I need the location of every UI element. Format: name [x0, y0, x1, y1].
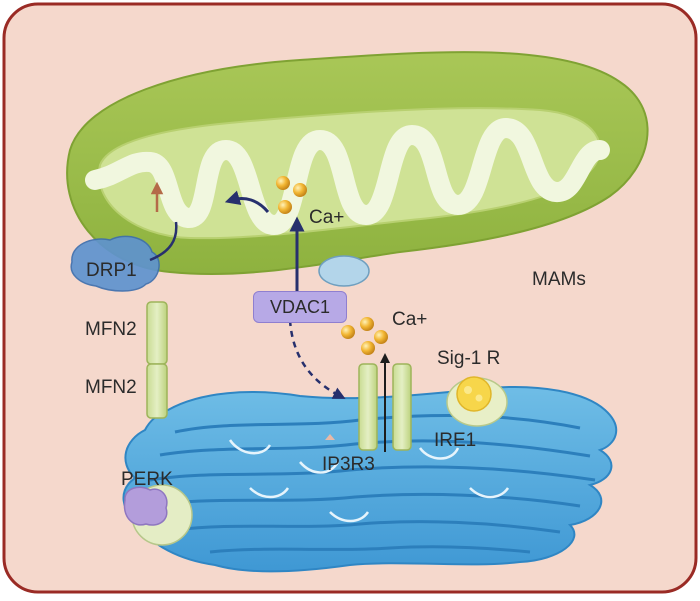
calcium-ion-icon [361, 341, 375, 355]
ip3r3-channel [358, 363, 412, 451]
calcium-ion-icon [278, 200, 292, 214]
perk-label: PERK [121, 469, 173, 490]
mams-label: MAMs [532, 269, 586, 290]
ip3r3-label: IP3R3 [322, 454, 375, 475]
calcium-ions-mito [276, 176, 307, 214]
vdac1-channel-icon [318, 255, 370, 287]
calcium-ion-icon [374, 330, 388, 344]
endoplasmic-reticulum [122, 385, 618, 573]
calcium-mito-label: Ca+ [309, 207, 345, 228]
mfn2-lower-label: MFN2 [85, 377, 137, 398]
er-marker [325, 434, 335, 440]
calcium-ion-icon [341, 325, 355, 339]
calcium-ion-icon [360, 317, 374, 331]
mfn2-tethers [146, 301, 168, 419]
drp1-link-line [149, 221, 178, 262]
ire1-label: IRE1 [434, 430, 477, 451]
sig1r-protein-complex-icon [446, 376, 508, 427]
calcium-er-label: Ca+ [392, 309, 428, 330]
mito-cristae [85, 118, 610, 235]
mitochondrion [66, 51, 649, 275]
vdac1-label: VDAC1 [253, 291, 347, 323]
sig1r-label: Sig-1 R [437, 348, 501, 369]
calcium-ions-er [341, 317, 388, 355]
calcium-flow-arrow [224, 190, 270, 213]
drp1-blob-icon [70, 235, 160, 292]
calcium-ion-icon [293, 183, 307, 197]
vdac1-er-dashed-arrow [288, 319, 346, 399]
mfn2-upper-label: MFN2 [85, 319, 137, 340]
vdac1-label-text: VDAC1 [269, 296, 331, 317]
drp1-label: DRP1 [86, 260, 137, 281]
calcium-ion-icon [276, 176, 290, 190]
perk-protein-complex-icon [123, 484, 193, 546]
